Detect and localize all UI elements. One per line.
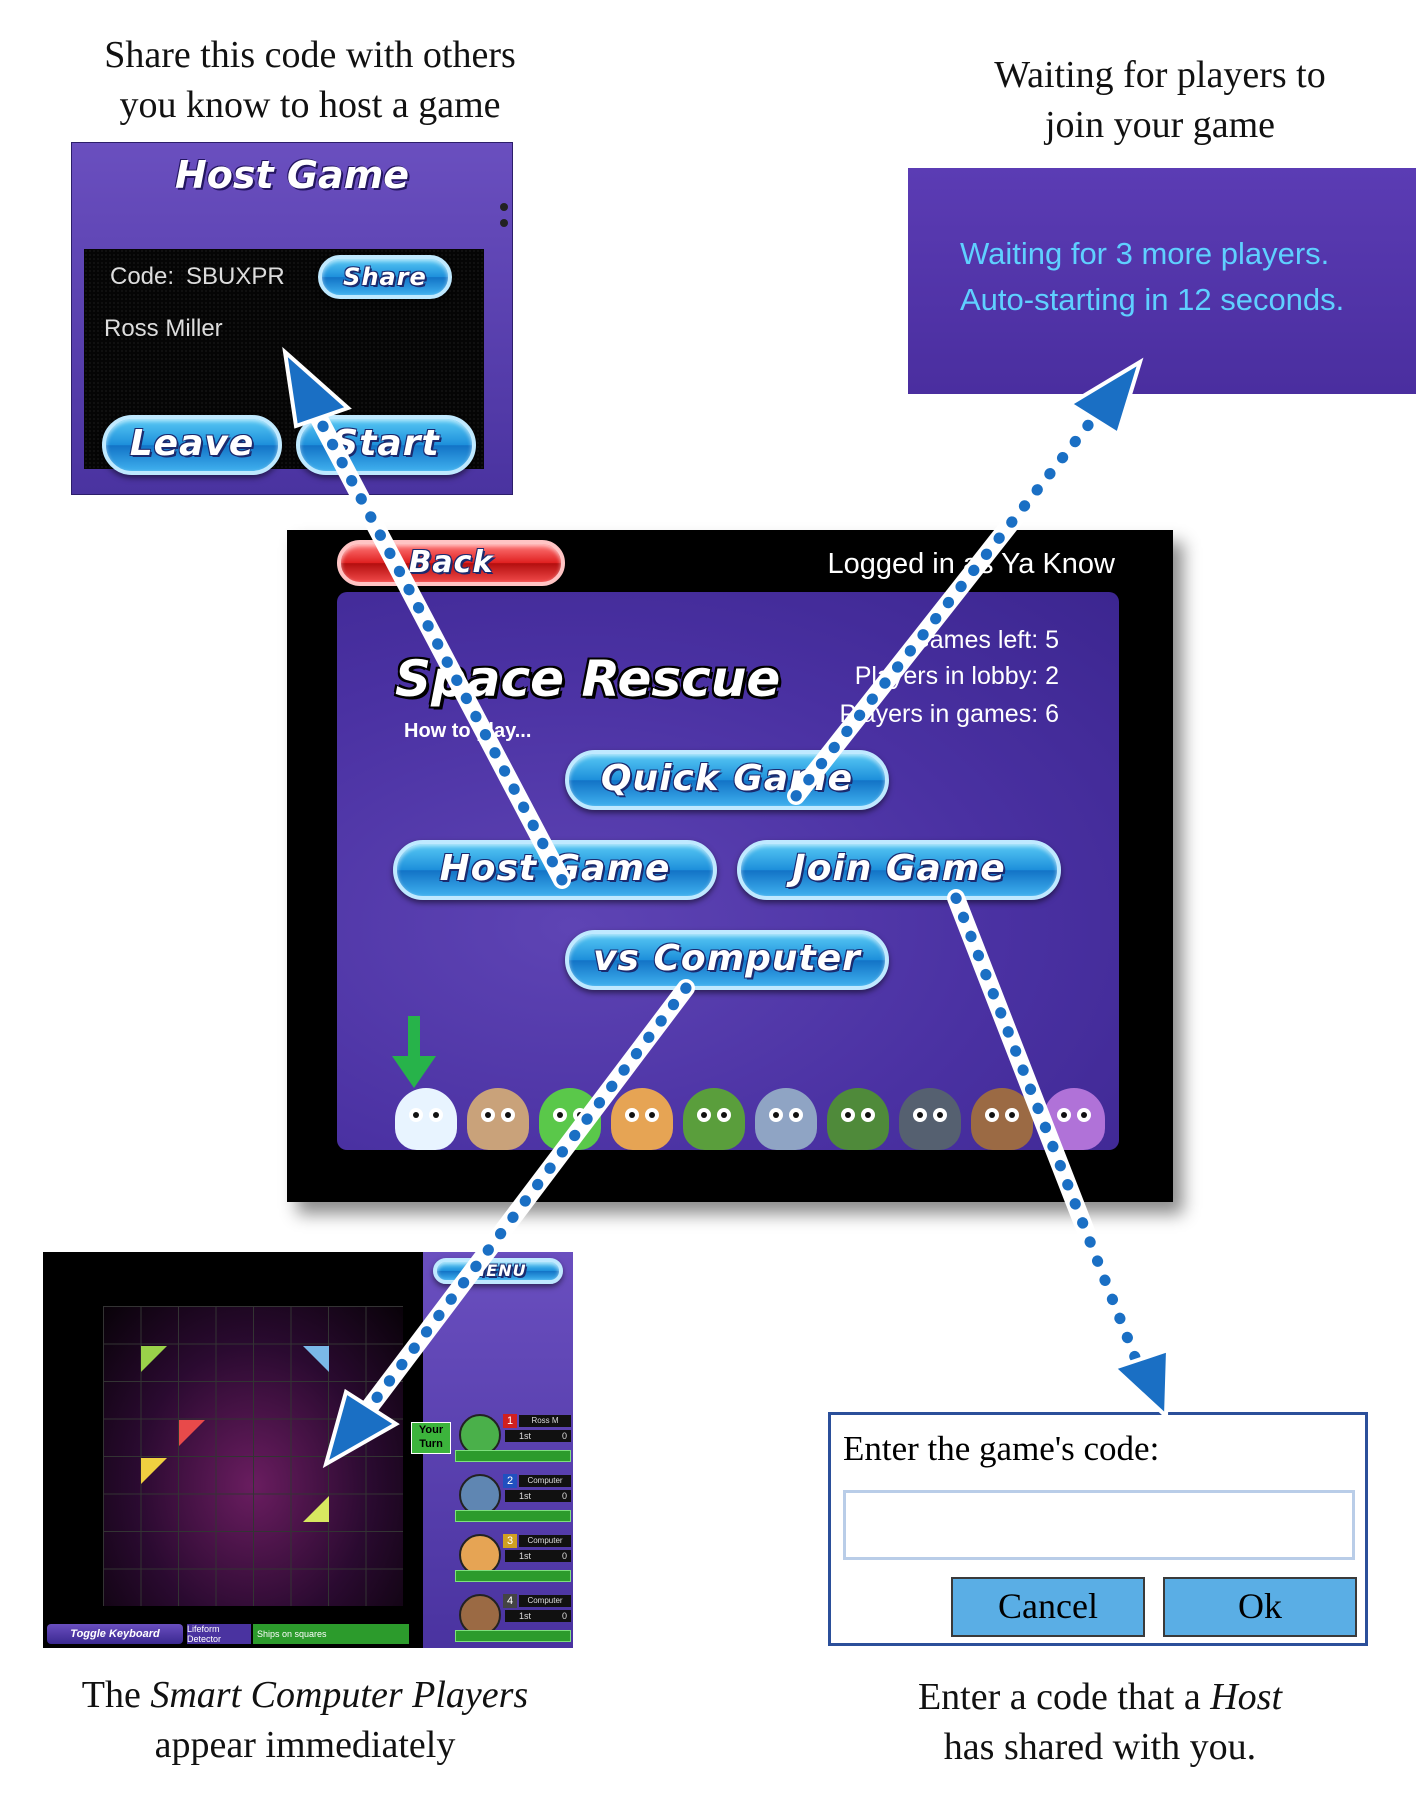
player-card-4: 4 Computer 1st 0 <box>455 1594 571 1646</box>
vs-computer-button[interactable]: vs Computer <box>565 930 889 990</box>
player-health-bar <box>455 1510 571 1522</box>
creature-koala <box>755 1088 817 1150</box>
panel-screw-icon <box>500 219 508 227</box>
player-score: 0 <box>561 1611 567 1621</box>
caption-waiting-line2: join your game <box>1044 104 1276 146</box>
creature-rock <box>899 1088 961 1150</box>
caption-host: Share this code with others you know to … <box>60 30 560 130</box>
waiting-line-1: Waiting for 3 more players. <box>960 236 1330 271</box>
player-name: Ross M <box>519 1415 571 1427</box>
waiting-line-2: Auto-starting in 12 seconds. <box>960 282 1345 317</box>
arrow-computer-icon <box>322 979 695 1469</box>
waiting-panel: Waiting for 3 more players. Auto-startin… <box>908 168 1416 394</box>
cancel-button[interactable]: Cancel <box>951 1577 1145 1637</box>
player-rank: 1st <box>519 1431 532 1441</box>
creature-lizard <box>827 1088 889 1150</box>
arrow-host-icon <box>282 346 571 889</box>
player-number: 3 <box>503 1534 517 1548</box>
toggle-keyboard-button[interactable]: Toggle Keyboard <box>47 1624 183 1644</box>
arrow-waiting-icon <box>787 357 1144 805</box>
green-down-arrow-icon <box>392 1016 436 1088</box>
caption-join-italic: Host <box>1210 1676 1283 1718</box>
caption-host-line1: Share this code with others <box>104 34 516 76</box>
game-board-grid[interactable] <box>103 1306 403 1606</box>
creature-plant <box>683 1088 745 1150</box>
player-card-2: 2 Computer 1st 0 <box>455 1474 571 1526</box>
caption-join: Enter a code that a Host has shared with… <box>850 1672 1350 1772</box>
caption-join-post: has shared with you. <box>943 1726 1257 1768</box>
creature-yeti <box>395 1088 457 1150</box>
caption-computer-italic: Smart Computer Players <box>150 1674 529 1716</box>
caption-waiting-line1: Waiting for players to <box>994 54 1326 96</box>
player-avatar <box>459 1594 501 1636</box>
code-label: Code: <box>110 263 175 290</box>
code-value: SBUXPR <box>186 263 285 290</box>
caption-host-line2: you know to host a game <box>119 84 501 126</box>
code-prompt: Enter the game's code: <box>843 1429 1160 1468</box>
player-name: Computer <box>519 1535 571 1547</box>
caption-computer: The Smart Computer Players appear immedi… <box>30 1670 580 1770</box>
caption-computer-pre: The <box>81 1674 151 1716</box>
share-button[interactable]: Share <box>318 255 452 299</box>
join-game-button[interactable]: Join Game <box>737 840 1061 900</box>
player-number: 1 <box>503 1414 517 1428</box>
caption-waiting: Waiting for players to join your game <box>910 50 1410 150</box>
player-number: 4 <box>503 1594 517 1608</box>
player-rank-row: 1st 0 <box>505 1610 571 1622</box>
ship-marker-green <box>141 1346 167 1372</box>
ship-marker-yellow <box>141 1458 167 1484</box>
ok-button[interactable]: Ok <box>1163 1577 1357 1637</box>
player-rank-row: 1st 0 <box>505 1550 571 1562</box>
ship-marker-lime <box>303 1496 329 1522</box>
your-turn-badge: Your Turn <box>411 1422 451 1454</box>
enter-code-dialog: Enter the game's code: Cancel Ok <box>828 1412 1368 1646</box>
leave-button[interactable]: Leave <box>102 415 282 475</box>
lifeform-detector-readout: Ships on squares <box>253 1624 409 1644</box>
player-number: 2 <box>503 1474 517 1488</box>
lifeform-detector-label: Lifeform Detector <box>187 1624 251 1644</box>
creature-monkey <box>467 1088 529 1150</box>
ship-marker-blue <box>303 1346 329 1372</box>
player-rank: 1st <box>519 1611 532 1621</box>
host-game-panel: Host Game Code: SBUXPR Ross Miller Share… <box>72 143 512 494</box>
player-avatar <box>459 1534 501 1576</box>
player-health-bar <box>455 1570 571 1582</box>
back-button[interactable]: Back <box>337 540 565 586</box>
game-code-input[interactable] <box>843 1490 1355 1560</box>
player-score: 0 <box>561 1431 567 1441</box>
panel-screw-icon <box>500 203 508 211</box>
player-rank-row: 1st 0 <box>505 1430 571 1442</box>
player-rank: 1st <box>519 1491 532 1501</box>
player-health-bar <box>455 1450 571 1462</box>
player-rank-row: 1st 0 <box>505 1490 571 1502</box>
player-score: 0 <box>561 1491 567 1501</box>
host-panel-title: Host Game <box>174 153 410 197</box>
caption-join-pre: Enter a code that a <box>917 1676 1211 1718</box>
player-rank: 1st <box>519 1551 532 1561</box>
player-card-1: 1 Ross M 1st 0 <box>455 1414 571 1466</box>
creature-bear <box>971 1088 1033 1150</box>
player-name: Computer <box>519 1595 571 1607</box>
player-card-3: 3 Computer 1st 0 <box>455 1534 571 1586</box>
player-health-bar <box>455 1630 571 1642</box>
how-to-play-link[interactable]: How to play... <box>404 720 532 742</box>
player-name: Computer <box>519 1475 571 1487</box>
creature-astronaut <box>611 1088 673 1150</box>
caption-computer-post: appear immediately <box>154 1724 456 1766</box>
player-score: 0 <box>561 1551 567 1561</box>
ship-marker-red <box>179 1420 205 1446</box>
host-player-name: Ross Miller <box>104 315 223 342</box>
arrow-join-icon <box>947 889 1171 1421</box>
